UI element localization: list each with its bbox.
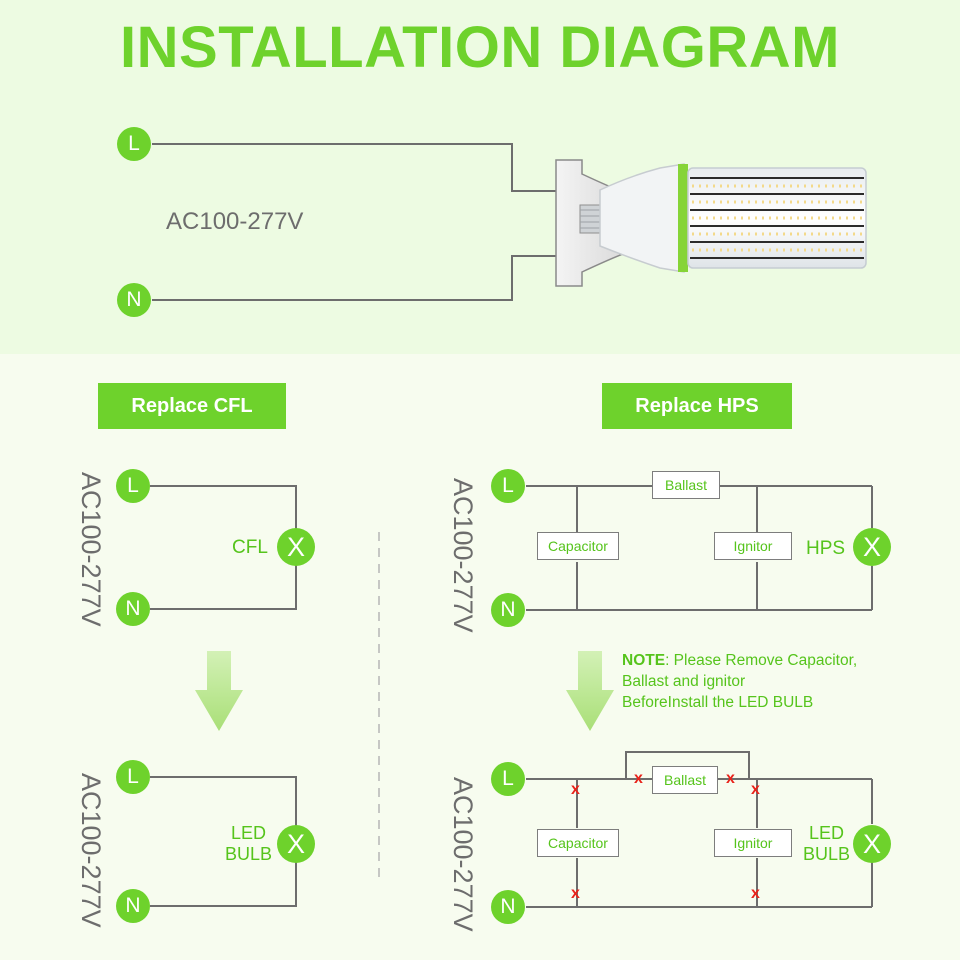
hps-led-load-label: LED BULB [803,823,851,864]
remove-mark-capacitor-top: x [571,781,580,798]
hps-before-ignitor: Ignitor [714,532,792,560]
hps-after-line-node: L [491,762,525,796]
note-label: NOTE [622,652,666,669]
cfl-load-label: CFL [232,537,268,558]
page-title: INSTALLATION DIAGRAM [120,15,840,80]
remove-mark-ignitor-top: x [751,781,760,798]
cfl-after-voltage: AC100-277V [76,773,106,928]
cfl-before-wiring [150,485,297,610]
down-arrow-left [195,651,243,731]
cfl-after-line-node: L [116,760,150,794]
note-text: : Please Remove Capacitor, Ballast and i… [622,652,858,711]
cfl-after-neutral-node: N [116,889,150,923]
bottom-band [0,354,960,960]
down-arrow-right [566,651,614,731]
hps-before-wiring [526,485,873,611]
cfl-after-wiring [150,776,297,907]
hps-after-ignitor: Ignitor [714,829,792,857]
cfl-before-line-node: L [116,469,150,503]
cfl-before-voltage: AC100-277V [76,472,106,627]
hps-before-capacitor: Capacitor [537,532,619,560]
hps-led-lamp-symbol: X [853,825,891,863]
hps-after-wiring [526,751,873,908]
remove-mark-ballast-left: x [634,770,643,787]
top-line-node: L [117,127,151,161]
remove-mark-capacitor-bottom: x [571,885,580,902]
removal-note: NOTE: Please Remove Capacitor, Ballast a… [622,650,857,713]
hps-after-voltage: AC100-277V [448,777,478,932]
hps-load-label: HPS [806,538,846,559]
hps-lamp-symbol: X [853,528,891,566]
hps-before-neutral-node: N [491,593,525,627]
hps-after-ballast: Ballast [652,766,718,794]
top-wiring [152,143,556,301]
cfl-led-load-label: LED BULB [225,823,273,864]
remove-mark-ignitor-bottom: x [751,885,760,902]
remove-mark-ballast-right: x [726,770,735,787]
cfl-lamp-symbol: X [277,528,315,566]
corn-bulb-illustration [599,163,867,273]
top-voltage-label: AC100-277V [166,208,304,235]
cfl-before-neutral-node: N [116,592,150,626]
top-neutral-node: N [117,283,151,317]
cfl-led-lamp-symbol: X [277,825,315,863]
hps-before-line-node: L [491,469,525,503]
replace-cfl-header: Replace CFL [98,383,286,429]
hps-before-ballast: Ballast [652,471,720,499]
hps-after-capacitor: Capacitor [537,829,619,857]
replace-hps-header: Replace HPS [602,383,792,429]
hps-before-voltage: AC100-277V [448,478,478,633]
hps-after-neutral-node: N [491,890,525,924]
